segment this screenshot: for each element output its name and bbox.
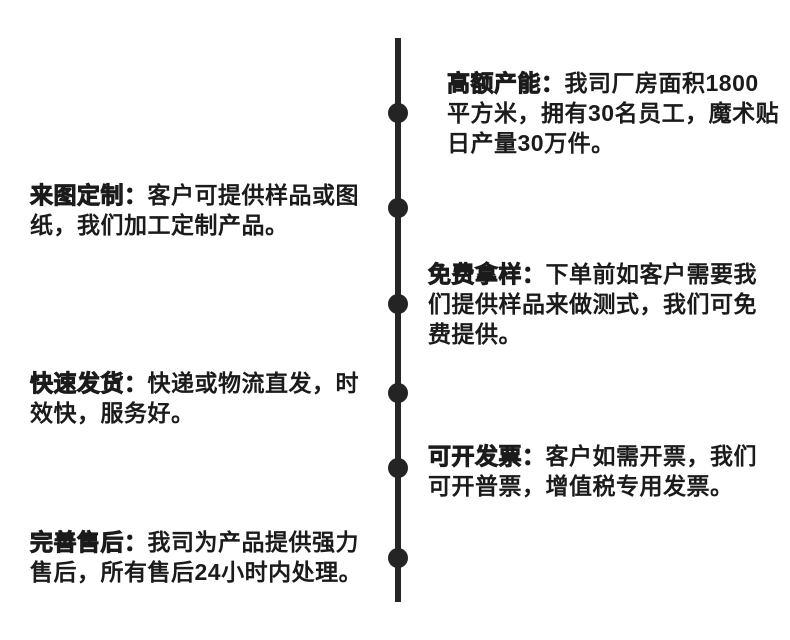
feature-block-fast-shipping: 快速发货：快递或物流直发，时 效快，服务好。 (30, 368, 390, 428)
timeline-node-dot-shipping (388, 383, 408, 403)
timeline-node-dot-aftersales (388, 548, 408, 568)
feature-block-invoice: 可开发票：客户如需开票，我们 可开普票，增值税专用发票。 (428, 441, 778, 501)
timeline-node-dot-invoice (388, 458, 408, 478)
timeline-node-dot-sample (388, 294, 408, 314)
feature-block-free-sample: 免费拿样：下单前如客户需要我 们提供样品来做测式，我们可免 费提供。 (428, 259, 778, 349)
feature-title-fast-shipping: 快速发货： (30, 370, 148, 397)
timeline-axis-line (395, 38, 401, 602)
timeline-node-dot-capacity (388, 103, 408, 123)
feature-description-after-sales: 我司为产品提供强力 售后，所有售后24小时内处理。 (30, 529, 363, 585)
feature-description-free-sample: 下单前如客户需要我 们提供样品来做测式，我们可免 费提供。 (428, 261, 757, 347)
feature-description-high-capacity: 我司厂房面积1800 平方米，拥有30名员工，魔术贴 日产量30万件。 (447, 70, 780, 156)
feature-title-invoice: 可开发票： (428, 443, 546, 470)
feature-block-high-capacity: 高额产能：我司厂房面积1800 平方米，拥有30名员工，魔术贴 日产量30万件。 (447, 68, 782, 158)
feature-title-free-sample: 免费拿样： (428, 261, 546, 288)
feature-description-invoice: 客户如需开票，我们 可开普票，增值税专用发票。 (428, 443, 757, 499)
feature-title-custom-made: 来图定制： (30, 182, 148, 209)
feature-description-custom-made: 客户可提供样品或图 纸，我们加工定制产品。 (30, 182, 359, 238)
feature-block-after-sales: 完善售后：我司为产品提供强力 售后，所有售后24小时内处理。 (30, 527, 395, 587)
feature-description-fast-shipping: 快递或物流直发，时 效快，服务好。 (30, 370, 359, 426)
timeline-node-dot-custom (388, 198, 408, 218)
feature-title-high-capacity: 高额产能： (447, 70, 565, 97)
feature-title-after-sales: 完善售后： (30, 529, 148, 556)
feature-block-custom-made: 来图定制：客户可提供样品或图 纸，我们加工定制产品。 (30, 180, 390, 240)
